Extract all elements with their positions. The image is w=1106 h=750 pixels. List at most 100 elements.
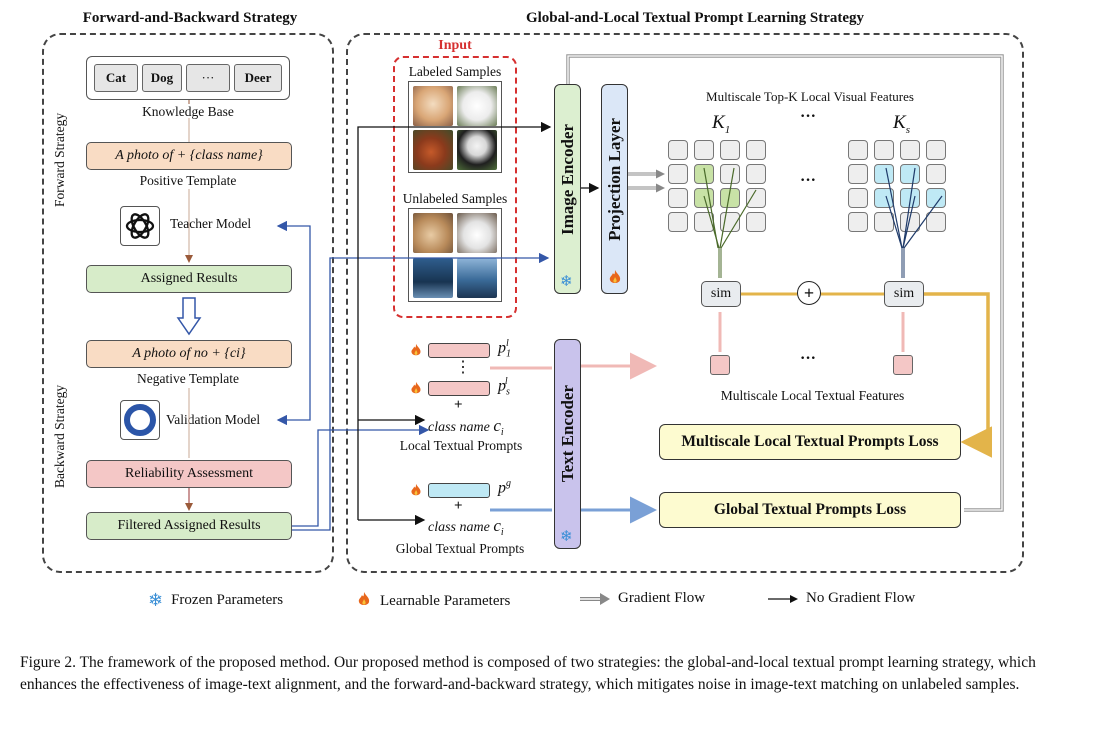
global-prompt — [428, 483, 490, 498]
feature-cell — [746, 212, 766, 232]
right-panel — [346, 33, 1024, 573]
flame-icon — [409, 482, 423, 503]
flame-icon — [607, 269, 623, 290]
left-panel — [42, 33, 334, 573]
orca-photo — [413, 258, 453, 298]
filtered-results-box: Filtered Assigned Results — [86, 512, 292, 540]
ellipsis-grid: ··· — [800, 172, 817, 189]
negative-template-label: Negative Template — [137, 371, 239, 386]
feature-cell — [848, 212, 868, 232]
local-text-feature-s — [893, 355, 913, 375]
vdots: ⋮ — [455, 359, 471, 376]
feature-cell — [848, 188, 868, 208]
feature-cell — [668, 212, 688, 232]
dog-photo — [457, 86, 497, 126]
feature-cell — [900, 140, 920, 160]
feature-cell — [746, 188, 766, 208]
gradient-arrow-icon — [580, 592, 610, 605]
input-box — [393, 56, 517, 318]
left-section-title: Forward-and-Backward Strategy — [82, 10, 298, 26]
validation-model-label: Validation Model — [166, 412, 261, 427]
openai-logo-icon — [120, 206, 160, 246]
local-prompt-s — [428, 381, 490, 396]
feature-cell — [694, 164, 714, 184]
feature-cell — [694, 140, 714, 160]
legend-gradient: Gradient Flow — [580, 590, 705, 607]
local-prompts-label: Local Textual Prompts — [399, 438, 523, 453]
right-section-title: Global-and-Local Textual Prompt Learning… — [525, 10, 865, 26]
labeled-images — [408, 81, 502, 173]
feature-cell — [900, 212, 920, 232]
global-class-name: class name ci — [428, 516, 504, 538]
snowflake-icon: ❄ — [560, 274, 573, 290]
textual-features-title: Multiscale Local Textual Features — [720, 388, 905, 403]
local-text-feature-1 — [710, 355, 730, 375]
feature-grid-k1 — [668, 140, 772, 236]
feature-cell — [926, 140, 946, 160]
panda-photo — [457, 130, 497, 170]
legend-no-gradient: No Gradient Flow — [768, 590, 915, 607]
teacher-model-label: Teacher Model — [170, 216, 252, 231]
legend-frozen-label: Frozen Parameters — [171, 592, 284, 608]
feature-cell — [926, 212, 946, 232]
p1-label: p1l — [498, 338, 511, 360]
feature-grid-ks — [848, 140, 952, 236]
snowflake-icon: ❄ — [560, 529, 573, 545]
whale-photo — [457, 258, 497, 298]
flame-icon — [356, 590, 372, 613]
feature-cell — [668, 188, 688, 208]
legend-frozen: ❄ Frozen Parameters — [148, 590, 283, 611]
feature-cell — [848, 140, 868, 160]
k1-label: K1 — [712, 112, 731, 136]
reliability-assessment-box: Reliability Assessment — [86, 460, 292, 488]
legend-gradient-label: Gradient Flow — [618, 590, 706, 606]
knowledge-base-label: Knowledge Base — [142, 104, 234, 119]
feature-cell — [720, 140, 740, 160]
local-plus: + — [454, 397, 463, 413]
projection-layer: Projection Layer — [601, 84, 628, 294]
figure-caption: Figure 2. The framework of the proposed … — [20, 654, 1036, 693]
local-prompt-1 — [428, 343, 490, 358]
feature-cell — [746, 140, 766, 160]
kb-item-cat: Cat — [94, 64, 138, 92]
text-encoder: Text Encoder ❄ — [554, 339, 581, 549]
ps-label: psl — [498, 376, 510, 398]
local-class-name: class name ci — [428, 416, 504, 438]
feature-cell — [926, 188, 946, 208]
legend-learnable: Learnable Parameters — [356, 590, 510, 613]
ellipsis-k: ··· — [800, 108, 817, 125]
positive-template-label: Positive Template — [139, 173, 237, 188]
input-label: Input — [438, 38, 472, 53]
dog-photo-2 — [457, 213, 497, 253]
global-prompts-label: Global Textual Prompts — [395, 541, 525, 556]
snowflake-icon: ❄ — [148, 590, 164, 610]
negative-prompt-box: A photo of no + {ci} — [86, 340, 292, 368]
ring-logo-icon — [120, 400, 160, 440]
ks-label: Ks — [893, 112, 910, 136]
sim-box-2: sim — [884, 281, 924, 307]
image-encoder: Image Encoder ❄ — [554, 84, 581, 294]
no-gradient-arrow-icon — [768, 594, 798, 603]
feature-cell — [874, 164, 894, 184]
feature-cell — [720, 164, 740, 184]
feature-cell — [874, 188, 894, 208]
kb-item-ellipsis: ··· — [186, 64, 230, 92]
legend-learnable-label: Learnable Parameters — [380, 593, 511, 609]
knowledge-base-box: Cat Dog ··· Deer — [86, 56, 290, 100]
visual-features-title: Multiscale Top-K Local Visual Features — [706, 89, 914, 104]
positive-prompt-box: A photo of + {class name} — [86, 142, 292, 170]
feature-cell — [746, 164, 766, 184]
ellipsis-text: ··· — [800, 350, 817, 367]
legend-no-gradient-label: No Gradient Flow — [806, 590, 916, 606]
sim-box-1: sim — [701, 281, 741, 307]
labeled-samples-label: Labeled Samples — [408, 64, 502, 79]
global-loss-box: Global Textual Prompts Loss — [659, 492, 961, 528]
feature-cell — [668, 164, 688, 184]
flame-icon — [409, 380, 423, 401]
kb-item-dog: Dog — [142, 64, 182, 92]
global-plus: + — [454, 498, 463, 514]
local-loss-box: Multiscale Local Textual Prompts Loss — [659, 424, 961, 460]
red-panda-photo — [413, 130, 453, 170]
feature-cell — [926, 164, 946, 184]
